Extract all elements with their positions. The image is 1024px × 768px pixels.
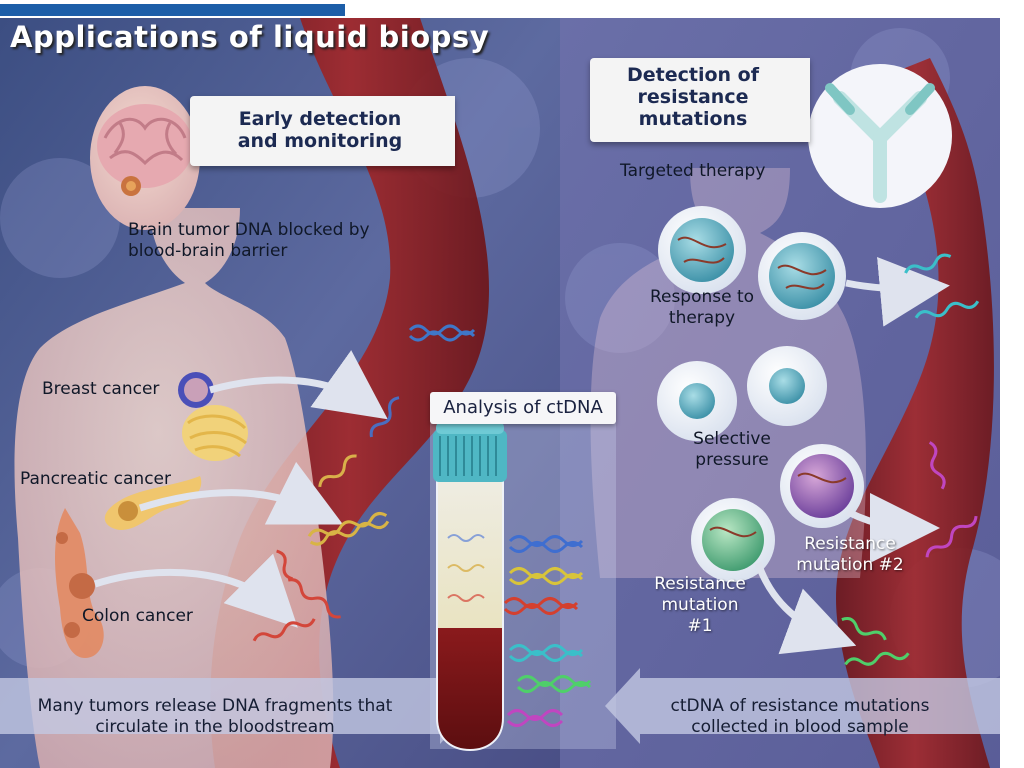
test-tube-icon <box>433 422 507 752</box>
caption-left: Many tumors release DNA fragments that c… <box>37 696 393 737</box>
brain-icon <box>97 104 193 196</box>
label-response-to-therapy: Response to therapy <box>649 287 755 328</box>
callout-resistance-detection: Detection of resistance mutations <box>590 58 810 142</box>
label-brain-tumor: Brain tumor DNA blocked by blood-brain b… <box>128 220 370 261</box>
header-banner <box>0 4 345 16</box>
callout-resistance-text: Detection of resistance mutations <box>627 64 759 130</box>
label-targeted-therapy: Targeted therapy <box>620 161 766 181</box>
tumor-cell-icon <box>657 206 864 582</box>
analysis-label: Analysis of ctDNA <box>430 392 616 424</box>
label-resistance-mutation-2: Resistance mutation #2 <box>796 534 904 575</box>
diagram-artwork <box>0 18 1000 768</box>
ctdna-fragments <box>503 535 592 727</box>
callout-early-detection: Early detection and monitoring <box>190 96 455 166</box>
label-breast-cancer: Breast cancer <box>42 379 160 399</box>
label-selective-pressure: Selective pressure <box>693 429 771 470</box>
callout-early-text: Early detection and monitoring <box>237 108 403 152</box>
antibody-icon <box>808 64 952 208</box>
liquid-biopsy-diagram: Applications of liquid biopsy Early dete… <box>0 18 1000 768</box>
label-pancreatic-cancer: Pancreatic cancer <box>20 469 171 489</box>
breast-organ <box>178 372 248 461</box>
caption-right: ctDNA of resistance mutations collected … <box>670 696 930 737</box>
colon-organ <box>55 508 104 658</box>
right-dna-fragments <box>841 253 980 666</box>
dna-icon <box>252 324 476 642</box>
page-title: Applications of liquid biopsy <box>10 20 490 54</box>
label-colon-cancer: Colon cancer <box>82 606 193 626</box>
label-resistance-mutation-1: Resistance mutation #1 <box>654 574 746 636</box>
